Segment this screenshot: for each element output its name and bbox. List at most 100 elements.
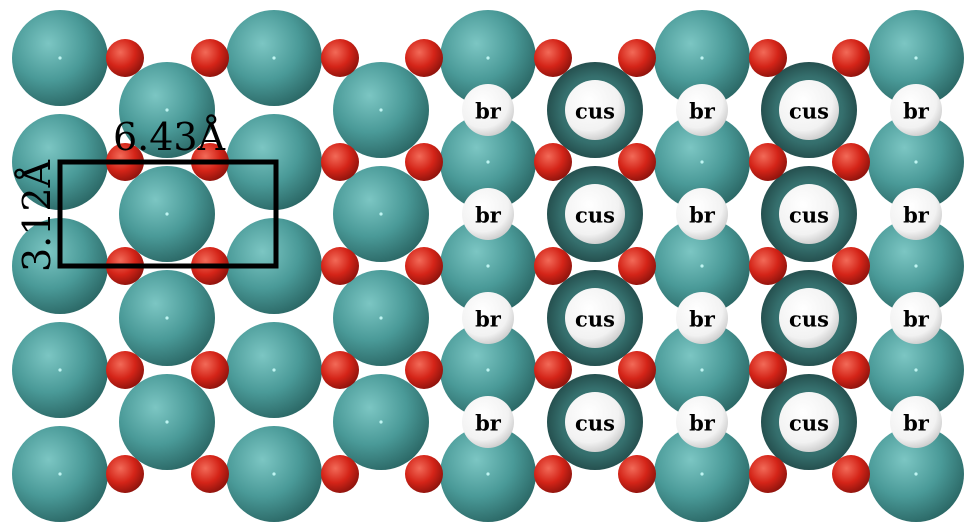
bridge-site-label: br [475, 99, 502, 124]
atom-center-dot [379, 316, 383, 320]
unit-cell: 6.43Å 3.12Å [15, 115, 279, 272]
bridge-site-label: br [903, 411, 930, 436]
oxygen-atom [618, 143, 656, 181]
oxygen-atom [191, 455, 229, 493]
atom-center-dot [914, 160, 918, 164]
bridge-site-atom [676, 396, 728, 448]
atom-center-dot [165, 212, 169, 216]
oxygen-atom [405, 455, 443, 493]
cus-site-label: cus [575, 411, 615, 436]
atom-center-dot [379, 212, 383, 216]
cus-site-label: cus [575, 203, 615, 228]
oxygen-atom [618, 455, 656, 493]
oxygen-atom [832, 351, 870, 389]
bridge-site-atom [676, 84, 728, 136]
atom-center-dot [58, 472, 62, 476]
atom-center-dot [272, 472, 276, 476]
atom-center-dot [272, 368, 276, 372]
oxygen-atom [321, 39, 359, 77]
cus-site-label: cus [575, 307, 615, 332]
cus-site-label: cus [789, 307, 829, 332]
unit-cell-box [57, 159, 279, 269]
oxygen-atom [405, 143, 443, 181]
oxygen-atom [191, 351, 229, 389]
oxygen-atom [321, 351, 359, 389]
bridge-site-atom [676, 188, 728, 240]
oxygen-atom [749, 143, 787, 181]
atom-center-dot [379, 108, 383, 112]
oxygen-atom [618, 351, 656, 389]
bridge-site-label: br [689, 307, 716, 332]
oxygen-atom [534, 455, 572, 493]
atom-center-dot [914, 56, 918, 60]
atom-center-dot [914, 472, 918, 476]
atom-center-dot [165, 108, 169, 112]
cus-site-atom [779, 184, 839, 244]
oxygen-atom [321, 143, 359, 181]
atom-center-dot [379, 420, 383, 424]
cus-site-label: cus [789, 203, 829, 228]
bridge-site-atom [676, 292, 728, 344]
bridge-site-label: br [689, 99, 716, 124]
cus-site-atom [565, 184, 625, 244]
bridge-site-atom [890, 396, 942, 448]
cus-site-atom [779, 288, 839, 348]
atom-center-dot [700, 160, 704, 164]
atom-center-dot [165, 420, 169, 424]
bridge-site-atom [890, 292, 942, 344]
bridge-site-label: br [903, 99, 930, 124]
oxygen-atom [534, 351, 572, 389]
atom-center-dot [914, 368, 918, 372]
bridge-site-label: br [903, 307, 930, 332]
bridge-site-label: br [475, 203, 502, 228]
bridge-site-label: br [689, 411, 716, 436]
oxygen-atom [534, 247, 572, 285]
cus-site-label: cus [575, 99, 615, 124]
atom-center-dot [486, 472, 490, 476]
atom-center-dot [58, 368, 62, 372]
oxygen-atom [749, 351, 787, 389]
oxygen-atom [405, 39, 443, 77]
adsorbate-layer: br br br br br br br br br br br br cus cus cus cus cus c… [462, 80, 942, 452]
oxygen-atom [405, 247, 443, 285]
oxygen-atom [106, 39, 144, 77]
oxygen-atom [321, 247, 359, 285]
oxygen-atom [191, 39, 229, 77]
bridge-site-atom [462, 396, 514, 448]
oxygen-atom [321, 455, 359, 493]
oxygen-atom [405, 351, 443, 389]
atom-center-dot [700, 264, 704, 268]
bridge-site-label: br [475, 411, 502, 436]
atom-center-dot [165, 316, 169, 320]
bridge-site-label: br [475, 307, 502, 332]
atom-center-dot [486, 264, 490, 268]
bridge-site-atom [890, 188, 942, 240]
atom-center-dot [486, 160, 490, 164]
atom-center-dot [486, 56, 490, 60]
cus-site-atom [779, 80, 839, 140]
atom-center-dot [272, 56, 276, 60]
oxygen-atom [832, 143, 870, 181]
oxygen-atom [534, 143, 572, 181]
oxygen-atom [106, 351, 144, 389]
atom-center-dot [700, 472, 704, 476]
cus-site-atom [565, 288, 625, 348]
oxygen-atom [618, 247, 656, 285]
cus-site-atom [565, 80, 625, 140]
cus-site-label: cus [789, 411, 829, 436]
atom-center-dot [486, 368, 490, 372]
oxygen-atom [618, 39, 656, 77]
cus-site-atom [565, 392, 625, 452]
bridge-site-label: br [689, 203, 716, 228]
bridge-site-label: br [903, 203, 930, 228]
bridge-site-atom [890, 84, 942, 136]
atom-center-dot [700, 56, 704, 60]
oxygen-atom [832, 247, 870, 285]
cus-site-atom [779, 392, 839, 452]
bridge-site-atom [462, 292, 514, 344]
oxygen-atom-layer [106, 39, 870, 493]
oxygen-atom [106, 455, 144, 493]
oxygen-atom [749, 455, 787, 493]
